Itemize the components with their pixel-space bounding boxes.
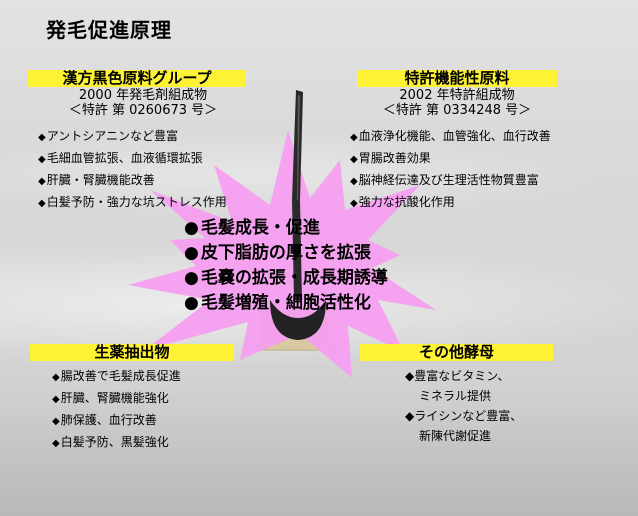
list-item: アントシアニンなど豊富 bbox=[38, 126, 227, 148]
list-item: ミネラル提供 bbox=[419, 389, 492, 403]
list-item: ◆豊富なビタミン、 bbox=[405, 369, 510, 383]
bottom-right-highlight bbox=[360, 344, 553, 361]
hair-highlight bbox=[297, 95, 300, 200]
list-item: 新陳代謝促進 bbox=[419, 429, 492, 443]
bottom-right-list: ◆豊富なビタミン、 ミネラル提供 ◆ライシンなど豊富、 新陳代謝促進 bbox=[405, 366, 522, 446]
list-item: 腸改善で毛髪成長促進 bbox=[52, 366, 181, 388]
list-item: 脳神経伝達及び生理活性物質豊富 bbox=[350, 170, 551, 192]
list-item: 白髪予防、黒髪強化 bbox=[52, 432, 181, 454]
list-item: 肝臓、腎臓機能強化 bbox=[52, 388, 181, 410]
follicle-bulb bbox=[270, 300, 326, 340]
center-item: 毛髪増殖・細胞活性化 bbox=[184, 291, 388, 316]
bottom-right-heading: その他酵母 bbox=[418, 343, 494, 361]
top-left-heading: 漢方黒色原料グループ bbox=[62, 69, 212, 87]
top-right-line2: ＜特許 第 0334248 号＞ bbox=[382, 103, 532, 118]
list-item: 毛細血管拡張、血液循環拡張 bbox=[38, 148, 227, 170]
bottom-left-heading: 生薬抽出物 bbox=[94, 343, 170, 361]
bottom-left-highlight bbox=[30, 344, 234, 361]
list-item: ◆ライシンなど豊富、 bbox=[405, 409, 523, 423]
center-item: 皮下脂肪の厚さを拡張 bbox=[184, 241, 388, 266]
bottom-left-list: 腸改善で毛髪成長促進 肝臓、腎臓機能強化 肺保護、血行改善 白髪予防、黒髪強化 bbox=[52, 366, 181, 454]
center-list: 毛髪成長・促進 皮下脂肪の厚さを拡張 毛嚢の拡張・成長期誘導 毛髪増殖・細胞活性… bbox=[184, 216, 388, 316]
list-item: 肝臓・腎臓機能改善 bbox=[38, 170, 227, 192]
list-item: 血液浄化機能、血管強化、血行改善 bbox=[350, 126, 551, 148]
top-right-highlight bbox=[357, 70, 557, 87]
page-title: 発毛促進原理 bbox=[46, 18, 172, 42]
top-left-line2: ＜特許 第 0260673 号＞ bbox=[68, 103, 218, 118]
center-item: 毛髪成長・促進 bbox=[184, 216, 388, 241]
top-left-list: アントシアニンなど豊富 毛細血管拡張、血液循環拡張 肝臓・腎臓機能改善 白髪予防… bbox=[38, 126, 227, 214]
top-left-line1: 2000 年発毛剤組成物 bbox=[78, 88, 208, 103]
top-right-line1: 2002 年特許組成物 bbox=[399, 88, 515, 103]
top-left-highlight bbox=[28, 70, 246, 87]
top-right-heading: 特許機能性原料 bbox=[404, 69, 510, 87]
list-item: 強力な抗酸化作用 bbox=[350, 192, 551, 214]
center-item: 毛嚢の拡張・成長期誘導 bbox=[184, 266, 388, 291]
list-item: 白髪予防・強力な坑ストレス作用 bbox=[38, 192, 227, 214]
top-right-list: 血液浄化機能、血管強化、血行改善 胃腸改善効果 脳神経伝達及び生理活性物質豊富 … bbox=[350, 126, 551, 214]
list-item: 肺保護、血行改善 bbox=[52, 410, 181, 432]
list-item: 胃腸改善効果 bbox=[350, 148, 551, 170]
